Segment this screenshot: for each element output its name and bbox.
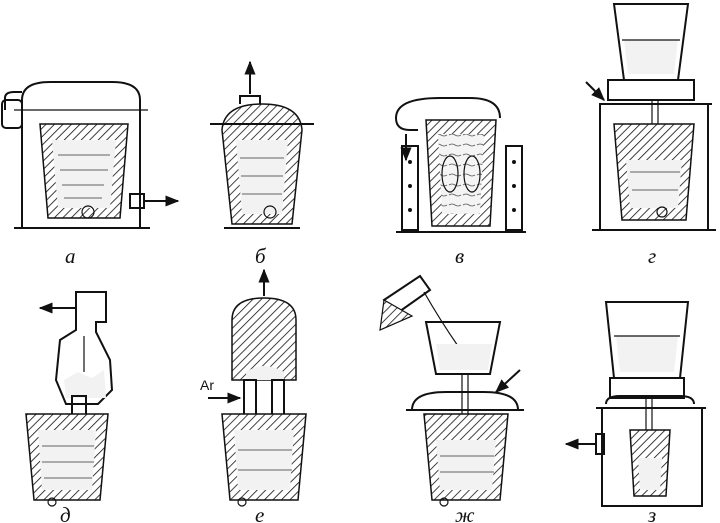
process-g xyxy=(585,3,716,231)
label-v: в xyxy=(455,244,464,268)
label-zh: ж xyxy=(455,503,475,523)
label-z: з xyxy=(647,503,656,523)
process-z xyxy=(564,301,706,507)
label-b: б xyxy=(255,244,267,268)
process-b xyxy=(210,60,314,229)
label-d: д xyxy=(60,503,71,523)
argon-label: Ar xyxy=(200,377,214,393)
process-zh xyxy=(379,274,524,507)
process-v xyxy=(395,97,526,233)
label-a: а xyxy=(65,244,76,268)
label-e: е xyxy=(255,503,264,523)
label-g: г xyxy=(648,244,656,268)
process-e: Ar xyxy=(200,268,307,507)
process-a xyxy=(1,81,180,229)
process-d xyxy=(25,291,114,507)
